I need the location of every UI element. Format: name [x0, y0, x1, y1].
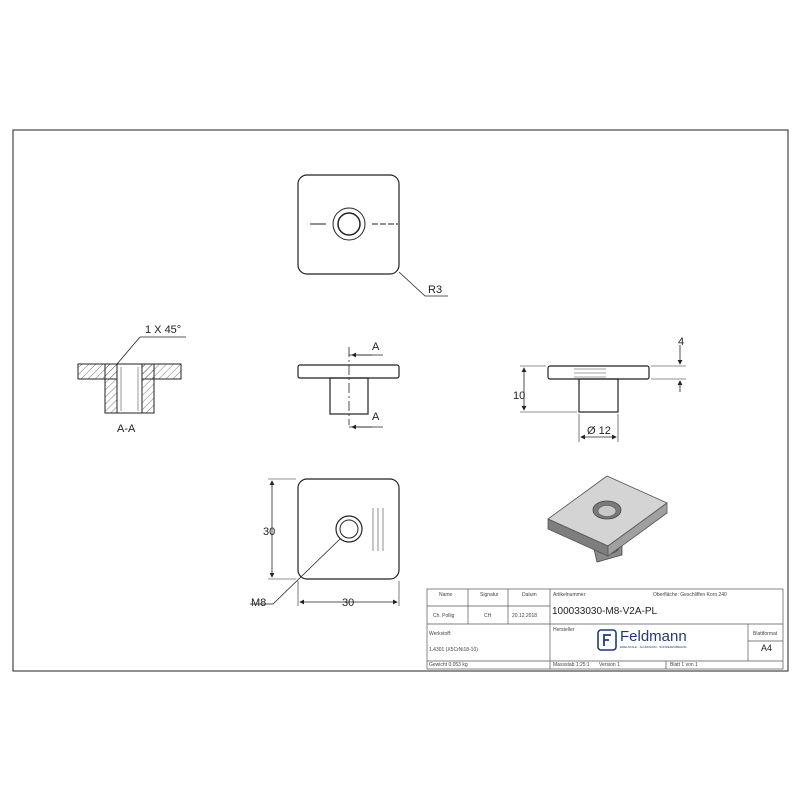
top-view: R3	[297, 174, 448, 297]
front-view: A A	[297, 341, 400, 430]
dim-bottom-height: 30	[263, 526, 275, 538]
dim-bottom-width: 30	[342, 597, 354, 609]
customer-label: Hersteller	[553, 627, 575, 633]
dim-height: 10	[513, 390, 525, 402]
article-label: Artikelnummer	[553, 592, 586, 598]
scale: Massstab 1:25:1	[553, 662, 590, 668]
title-block-grid	[426, 588, 784, 670]
row-signature: CH	[484, 613, 492, 619]
surface-info: Oberfläche: Geschliffen Korn 240	[653, 592, 727, 598]
dim-flange: 4	[678, 336, 684, 348]
logo-name: Feldmann	[620, 628, 687, 645]
thread-label: M8	[251, 597, 266, 609]
row-name: Ch. Pollig	[433, 613, 455, 619]
sheet-border	[12, 129, 789, 672]
row-date: 20.12.2018	[512, 613, 538, 619]
section-view: 1 X 45° A-A	[77, 324, 186, 435]
dim-diameter: Ø 12	[587, 425, 611, 437]
isometric-view	[547, 475, 668, 563]
side-view: 4 10 Ø 12	[513, 336, 686, 442]
version: Version 1	[599, 662, 620, 668]
header-date: Datum	[522, 592, 537, 598]
chamfer-label: 1 X 45°	[145, 324, 181, 336]
section-label: A-A	[117, 423, 136, 435]
material-label: Werkstoff:	[429, 631, 452, 637]
weight: Gewicht 0.053 kg	[429, 662, 468, 668]
sheet: Blatt 1 von 1	[670, 662, 698, 668]
logo-tagline: EDELSTAHL · ALUMINIUM · SONDERZUBEHÖR	[620, 645, 687, 649]
header-signature: Signatur	[480, 592, 499, 598]
title-block: Name Signatur Datum Ch. Pollig CH 20.12.…	[427, 589, 783, 669]
article-number: 100033030-M8-V2A-PL	[552, 606, 658, 617]
header-name: Name	[439, 592, 453, 598]
feldmann-logo: Feldmann EDELSTAHL · ALUMINIUM · SONDERZ…	[597, 628, 703, 652]
bottom-view: 30 30 M8	[250, 478, 400, 609]
feldmann-logo-mark	[597, 629, 617, 651]
format-value: A4	[761, 643, 773, 653]
format-label: Blattformat	[753, 631, 778, 637]
material-value: 1.4301 (X5CrNi18-10)	[429, 647, 478, 653]
radius-label: R3	[428, 284, 442, 296]
cut-label-bottom: A	[372, 411, 380, 423]
cut-label-top: A	[372, 341, 380, 353]
